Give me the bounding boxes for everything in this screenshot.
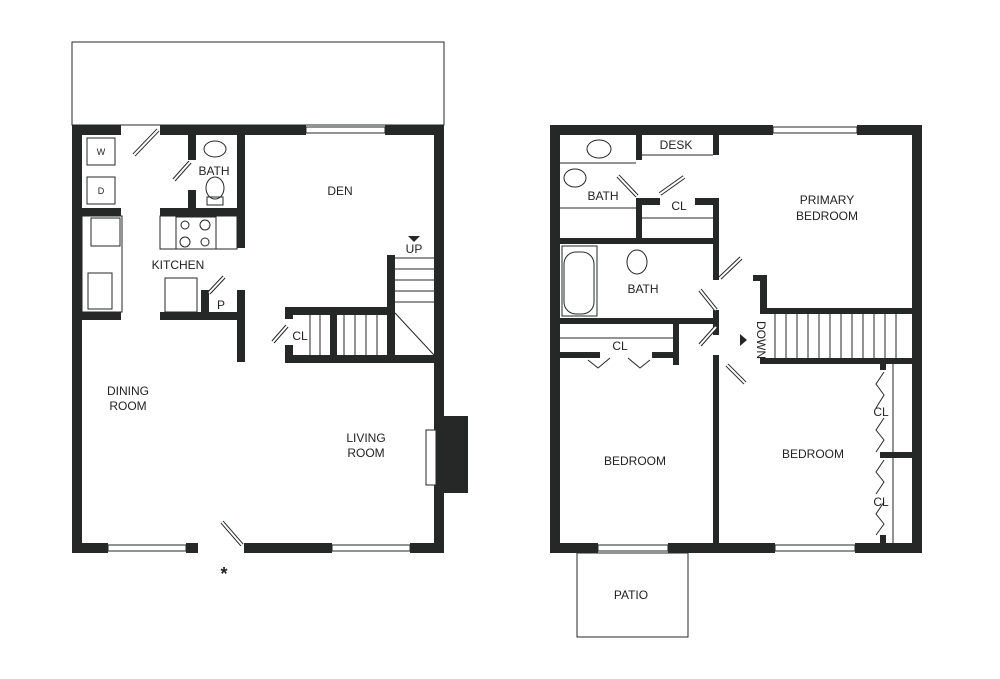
label-bath-1: BATH [587, 189, 618, 203]
label-dining-2: ROOM [109, 399, 146, 413]
window [107, 544, 187, 552]
label-closet: CL [292, 329, 308, 343]
patio [576, 552, 689, 638]
window [305, 126, 386, 134]
fireplace [444, 416, 468, 493]
window [331, 544, 411, 552]
window [774, 544, 856, 552]
label-bath: BATH [198, 164, 229, 178]
label-bedroom-2: BEDROOM [782, 447, 844, 461]
stove-icon [175, 216, 217, 250]
fixtures [560, 139, 897, 543]
second-floor: DESK BATH CL PRIMARY BEDROOM BATH CL DOW… [550, 125, 922, 638]
toilet-icon [205, 176, 225, 200]
fixtures [81, 137, 435, 356]
fridge-icon [164, 277, 198, 313]
label-closet-4: CL [873, 495, 889, 509]
toilet-icon [626, 249, 648, 275]
label-closet-1: CL [671, 199, 687, 213]
sink-icon [203, 140, 227, 158]
label-down: DOWN [754, 321, 768, 359]
label-primary-1: PRIMARY [800, 193, 854, 207]
label-bedroom-1: BEDROOM [604, 454, 666, 468]
label-desk: DESK [660, 138, 693, 152]
label-dryer: D [98, 186, 105, 196]
label-closet-3: CL [873, 405, 889, 419]
deck [71, 41, 445, 126]
label-washer: W [97, 147, 106, 157]
entry-marker: * [220, 564, 227, 584]
label-dining-1: DINING [107, 384, 149, 398]
label-living-1: LIVING [346, 431, 385, 445]
stairs-icon [309, 257, 435, 356]
window [772, 126, 858, 134]
stairs-icon [774, 314, 897, 358]
label-living-2: ROOM [347, 446, 384, 460]
label-kitchen: KITCHEN [152, 258, 205, 272]
up-arrow-icon [408, 236, 420, 242]
toilet-icon [563, 168, 587, 188]
label-closet-2: CL [612, 339, 628, 353]
walls [72, 125, 468, 553]
sink-icon [586, 139, 612, 159]
dishwasher-icon [90, 217, 121, 247]
sink-icon [87, 272, 113, 310]
doors [587, 174, 885, 536]
label-pantry: P [217, 298, 225, 312]
sliding-door [597, 544, 669, 552]
label-den: DEN [327, 184, 352, 198]
walls [550, 125, 922, 553]
label-primary-2: BEDROOM [796, 209, 858, 223]
label-patio: PATIO [614, 588, 648, 602]
hearth [425, 429, 437, 486]
dryer-icon [86, 176, 116, 205]
down-arrow-icon [740, 334, 747, 346]
label-up: UP [406, 242, 423, 256]
washer-icon [86, 137, 116, 166]
first-floor: DEN BATH KITCHEN P CL UP W D DINING ROOM… [71, 41, 468, 584]
label-bath-2: BATH [627, 282, 658, 296]
doors [132, 128, 289, 547]
bathtub-icon [561, 245, 598, 317]
